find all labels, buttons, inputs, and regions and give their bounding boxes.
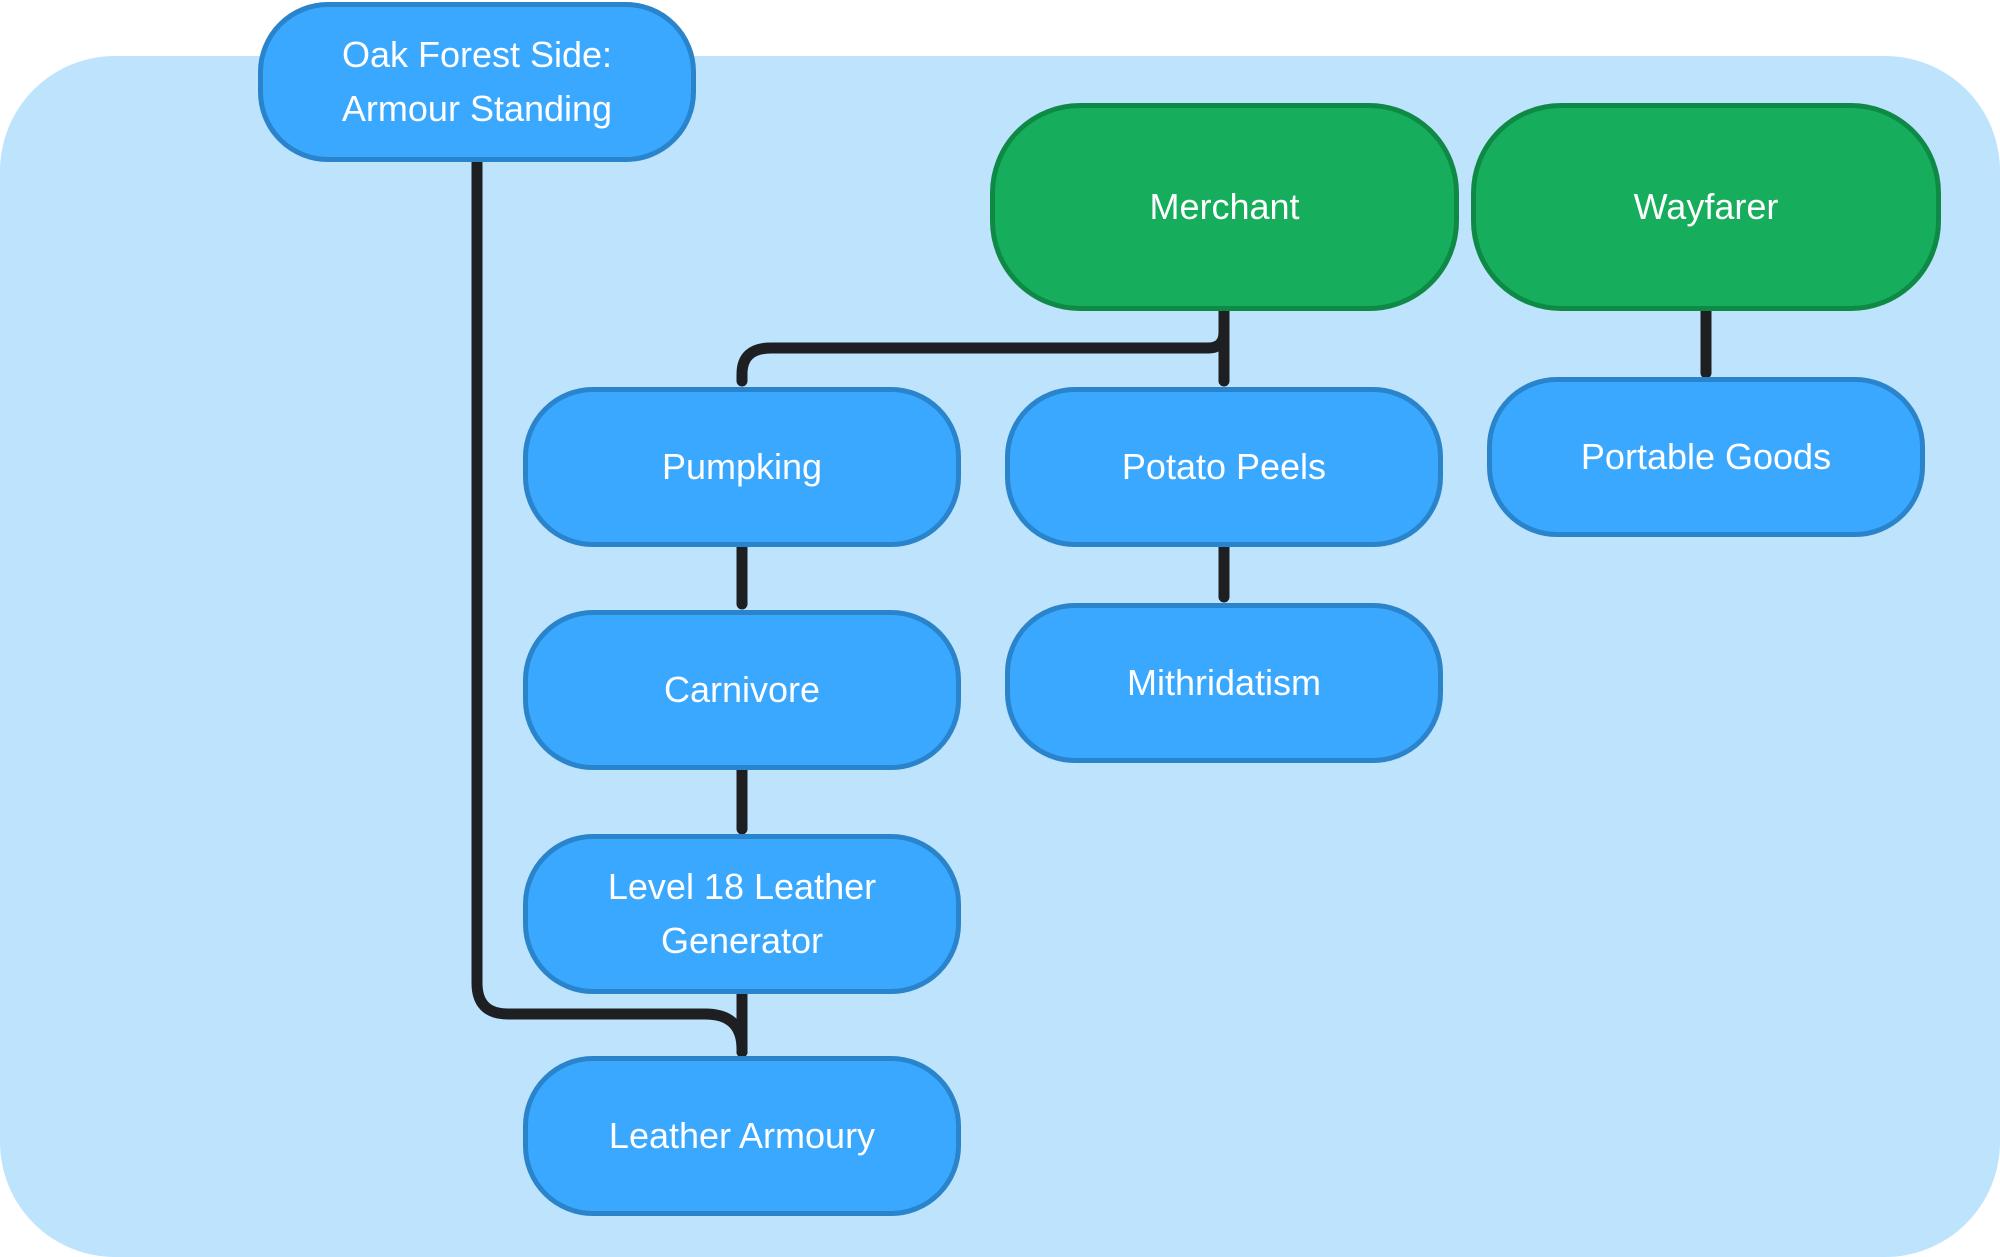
node-carnivore-label: Carnivore [663,669,821,710]
node-pumpking-label: Pumpking [661,446,823,487]
node-carnivore[interactable]: Carnivore [523,610,961,770]
node-pumpking[interactable]: Pumpking [523,387,961,547]
node-leather-armoury[interactable]: Leather Armoury [523,1056,961,1216]
edge-merchant-pumpking [736,305,1230,387]
node-merchant-label: Merchant [1149,186,1300,227]
node-potato-peels-label: Potato Peels [1121,446,1327,487]
node-merchant[interactable]: Merchant [990,103,1459,311]
node-level-18-leather-generator[interactable]: Level 18 Leather Generator [523,834,961,994]
node-leather-armoury-label: Leather Armoury [608,1115,876,1156]
node-potato-peels[interactable]: Potato Peels [1005,387,1443,547]
node-level-18-leather-generator-label: Level 18 Leather Generator [607,866,877,961]
node-wayfarer[interactable]: Wayfarer [1471,103,1941,311]
node-portable-goods[interactable]: Portable Goods [1487,377,1925,537]
node-oak-forest-side[interactable]: Oak Forest Side: Armour Standing [258,2,696,162]
node-oak-forest-side-label: Oak Forest Side: Armour Standing [341,34,613,129]
node-mithridatism-label: Mithridatism [1126,662,1322,703]
node-wayfarer-label: Wayfarer [1633,186,1779,227]
node-mithridatism[interactable]: Mithridatism [1005,603,1443,763]
edge-oak-forest-side-leather-armoury [471,153,748,1058]
node-portable-goods-label: Portable Goods [1580,436,1832,477]
